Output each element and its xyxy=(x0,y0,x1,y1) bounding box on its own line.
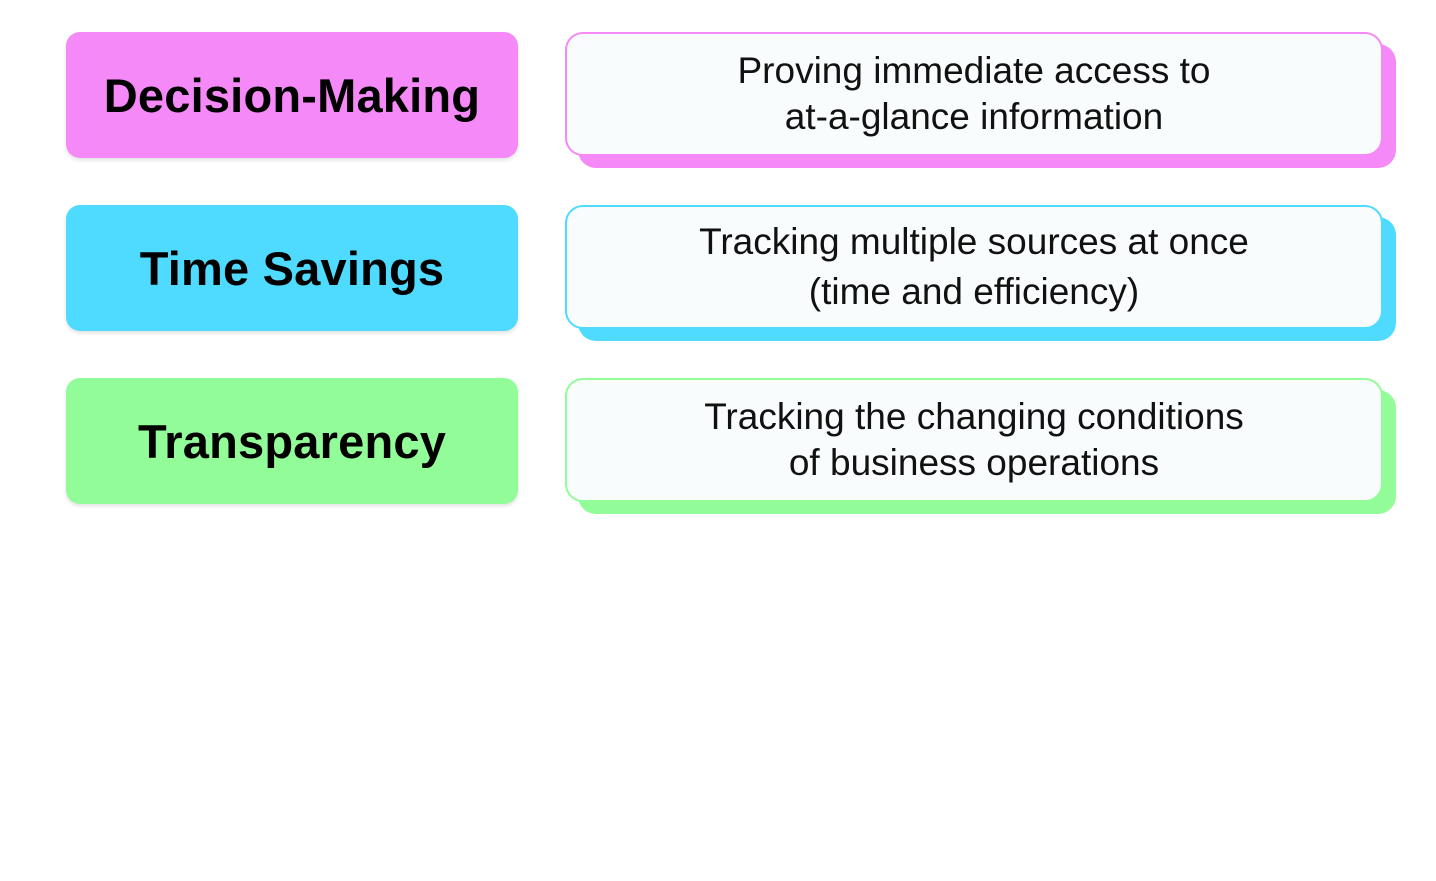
transparency-label: Transparency xyxy=(137,414,447,468)
time-savings-description-line-1: Tracking multiple sources at once xyxy=(699,221,1249,262)
transparency-description-line-1: Tracking the changing conditions xyxy=(704,396,1244,437)
decision-making-description-box: Proving immediate access to at-a-glance … xyxy=(565,32,1383,156)
time-savings-description: Tracking multiple sources at once (time … xyxy=(699,217,1249,317)
decision-making-description: Proving immediate access to at-a-glance … xyxy=(738,48,1211,140)
row-transparency: Transparency Tracking the changing condi… xyxy=(0,378,1436,518)
transparency-description-box: Tracking the changing conditions of busi… xyxy=(565,378,1383,502)
row-time-savings: Time Savings Tracking multiple sources a… xyxy=(0,205,1436,345)
decision-making-description-line-2: at-a-glance information xyxy=(784,96,1164,137)
row-decision-making: Decision-Making Proving immediate access… xyxy=(0,32,1436,172)
time-savings-description-box: Tracking multiple sources at once (time … xyxy=(565,205,1383,329)
time-savings-label: Time Savings xyxy=(139,241,445,295)
transparency-description-line-2: of business operations xyxy=(788,442,1160,483)
time-savings-label-box: Time Savings xyxy=(66,205,518,331)
transparency-label-box: Transparency xyxy=(66,378,518,504)
transparency-description: Tracking the changing conditions of busi… xyxy=(704,394,1244,486)
decision-making-label: Decision-Making xyxy=(103,68,481,122)
decision-making-description-line-1: Proving immediate access to xyxy=(737,50,1211,91)
decision-making-label-box: Decision-Making xyxy=(66,32,518,158)
time-savings-description-line-2: (time and efficiency) xyxy=(808,271,1140,312)
